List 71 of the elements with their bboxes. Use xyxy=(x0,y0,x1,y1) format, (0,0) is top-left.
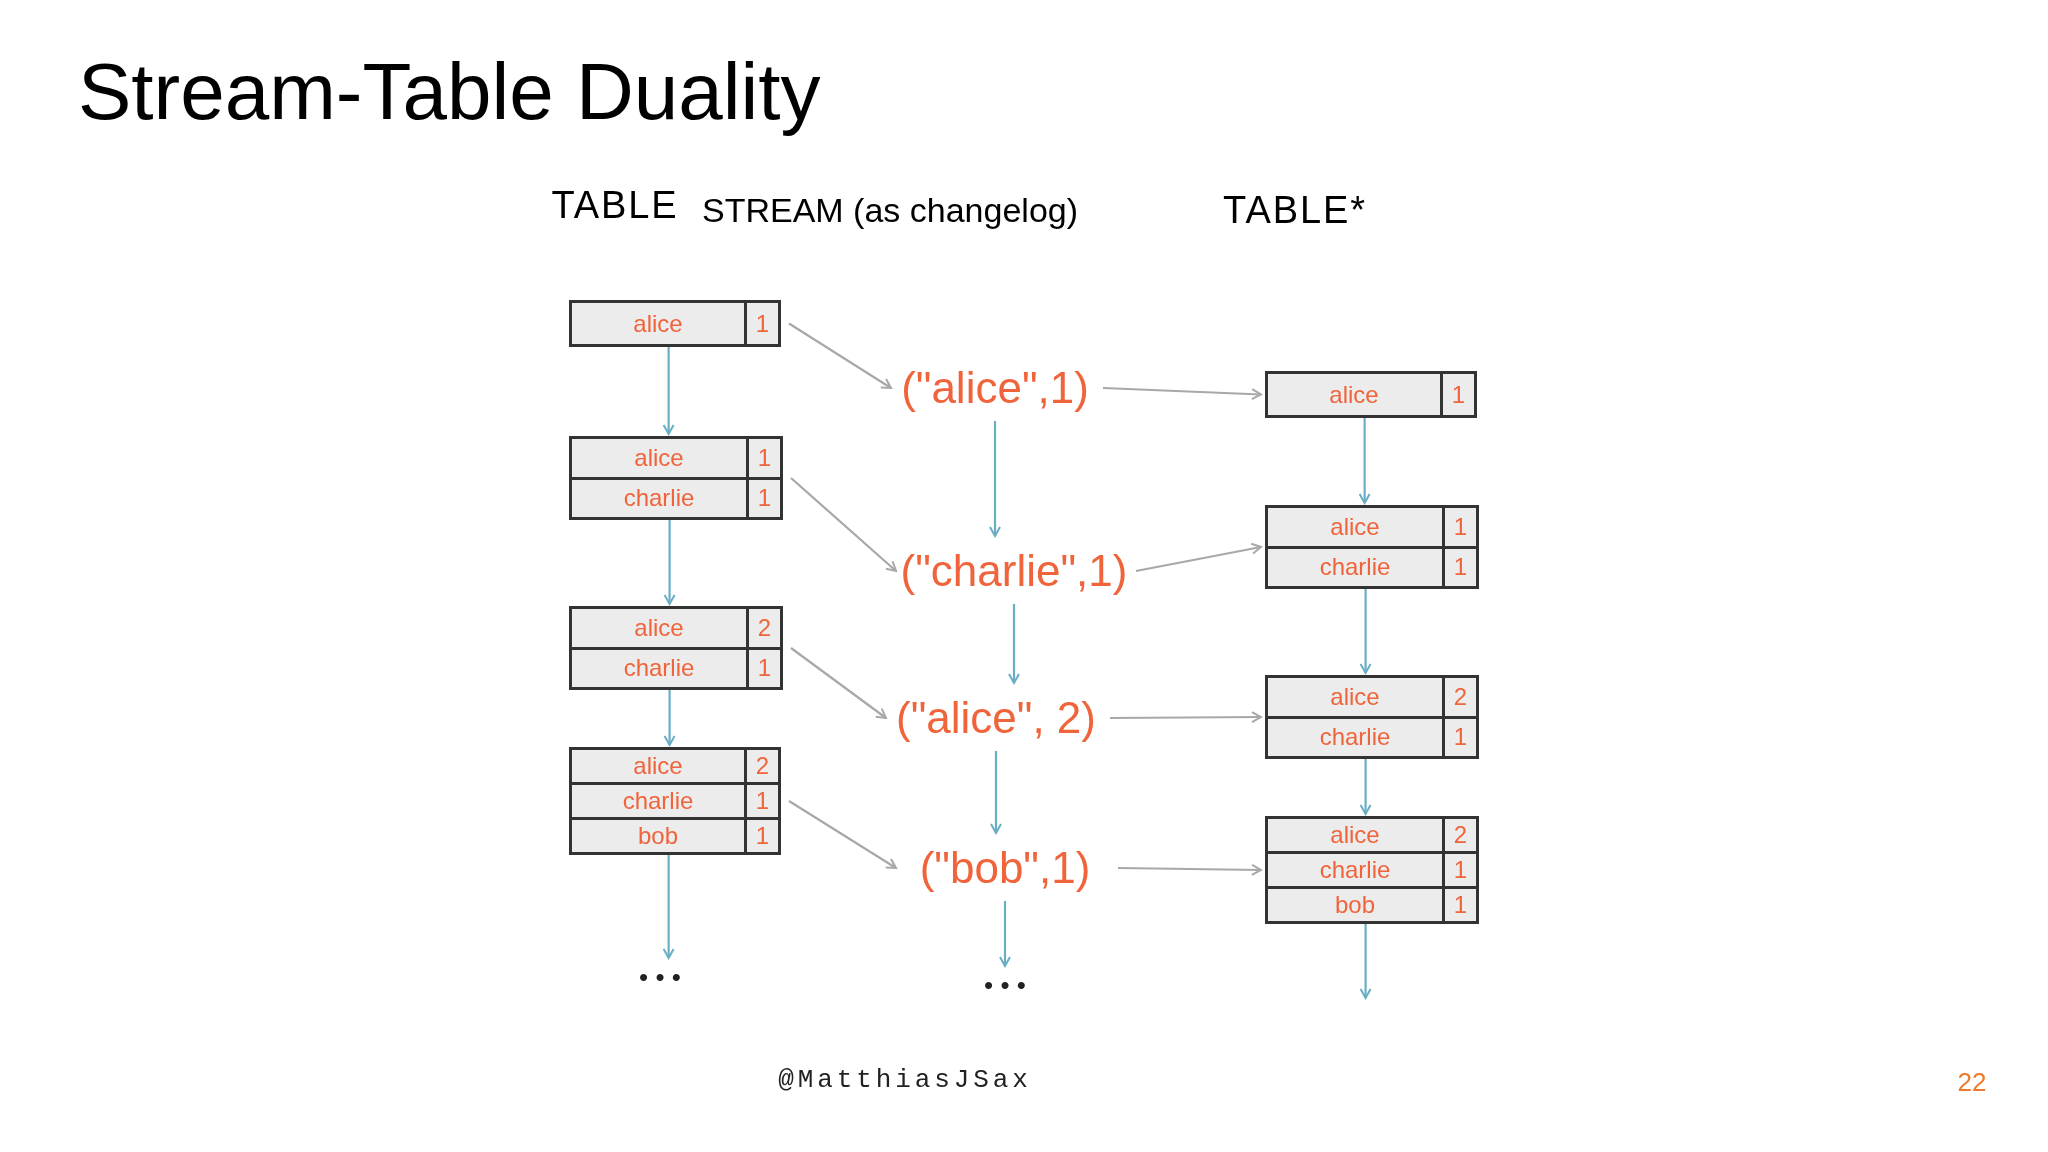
count-cell: 1 xyxy=(744,820,778,852)
key-cell-text: charlie xyxy=(1318,855,1392,885)
stream-record: ("alice",1) xyxy=(895,355,1095,421)
arrow xyxy=(790,647,887,719)
arrow xyxy=(1102,386,1262,401)
count-cell: 1 xyxy=(1442,548,1476,586)
key-cell-text: bob xyxy=(1333,890,1376,920)
arrow xyxy=(1359,759,1372,815)
column-header: TABLE* xyxy=(1223,191,1367,229)
count-cell: 1 xyxy=(1442,508,1476,546)
stream-record: ("alice", 2) xyxy=(890,685,1102,751)
key-cell-text: alice xyxy=(1328,379,1380,410)
author-handle: @MatthiasJSax xyxy=(778,1067,1032,1093)
count-cell: 1 xyxy=(744,303,778,344)
arrow xyxy=(663,520,676,605)
key-cell-text: alice xyxy=(1329,681,1381,712)
key-cell-text: alice xyxy=(1329,511,1381,542)
table-box xyxy=(569,300,781,347)
ellipsis: • • • xyxy=(955,968,1055,1002)
arrow xyxy=(1110,711,1262,724)
column-header: STREAM (as changelog) xyxy=(702,193,1078,227)
count-cell: 1 xyxy=(1442,718,1476,756)
arrow xyxy=(663,690,676,746)
arrow xyxy=(788,322,892,389)
key-cell-text: charlie xyxy=(621,786,695,816)
key-cell-text: charlie xyxy=(1318,722,1392,753)
arrow xyxy=(662,855,675,959)
arrow xyxy=(1135,542,1262,573)
arrow xyxy=(788,800,897,869)
ellipsis: • • • xyxy=(620,960,700,994)
key-cell-text: charlie xyxy=(622,483,696,514)
arrow xyxy=(999,901,1011,967)
key-cell-text: charlie xyxy=(1318,552,1392,583)
count-cell: 1 xyxy=(1440,374,1474,415)
table-box xyxy=(1265,675,1479,759)
count-cell: 2 xyxy=(1442,819,1476,851)
arrow xyxy=(990,751,1002,834)
key-cell-text: alice xyxy=(632,308,684,339)
table-box xyxy=(1265,816,1479,924)
table-box xyxy=(569,747,781,855)
count-cell: 1 xyxy=(746,439,780,477)
count-cell: 2 xyxy=(1442,678,1476,716)
column-header: TABLE xyxy=(551,186,679,224)
table-box xyxy=(1265,505,1479,589)
key-cell-text: bob xyxy=(636,821,679,851)
arrow xyxy=(1118,863,1262,876)
count-cell: 1 xyxy=(746,649,780,687)
count-cell: 1 xyxy=(1442,854,1476,886)
stream-record: ("bob",1) xyxy=(900,835,1110,901)
key-cell-text: alice xyxy=(633,442,685,473)
table-box xyxy=(569,436,783,520)
page-number: 22 xyxy=(1957,1069,1987,1095)
arrow xyxy=(790,477,897,572)
arrow xyxy=(1359,589,1372,674)
key-cell-text: charlie xyxy=(622,653,696,684)
arrow xyxy=(1358,418,1371,504)
key-cell-text: alice xyxy=(632,751,684,781)
table-box xyxy=(569,606,783,690)
arrow xyxy=(1359,924,1372,999)
count-cell: 1 xyxy=(746,479,780,517)
key-cell-text: alice xyxy=(633,612,685,643)
table-box xyxy=(1265,371,1477,418)
count-cell: 2 xyxy=(746,609,780,647)
stream-record: ("charlie",1) xyxy=(900,538,1128,604)
arrow xyxy=(989,421,1001,537)
arrow xyxy=(662,347,675,435)
count-cell: 1 xyxy=(744,785,778,817)
count-cell: 1 xyxy=(1442,889,1476,921)
count-cell: 2 xyxy=(744,750,778,782)
key-cell-text: alice xyxy=(1329,820,1381,850)
arrow xyxy=(1008,604,1020,684)
